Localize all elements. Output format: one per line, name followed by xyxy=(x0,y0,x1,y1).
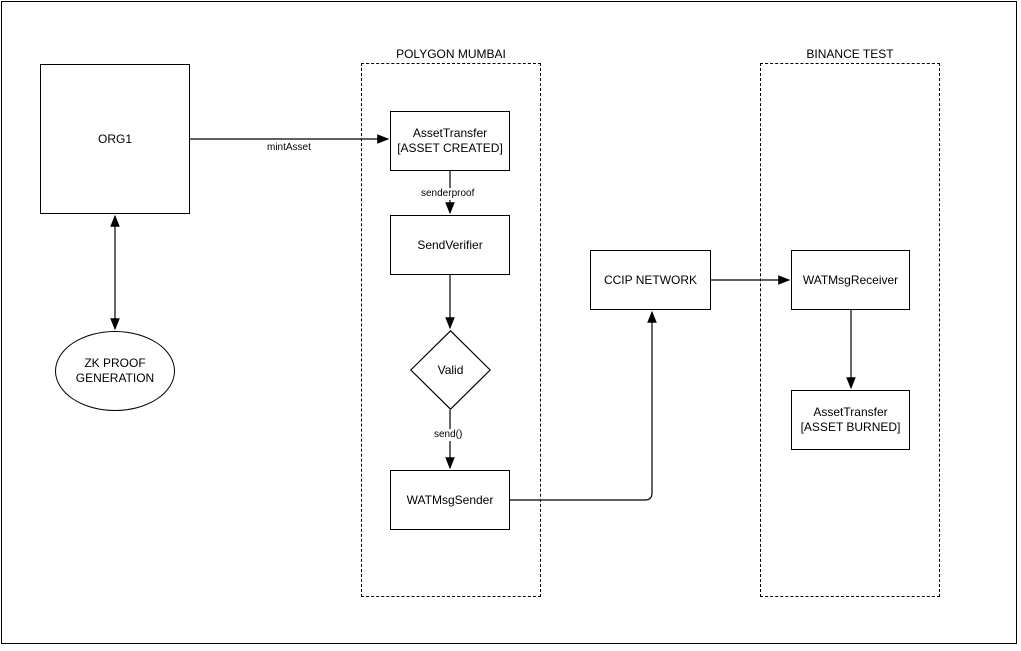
edge-label-send: send() xyxy=(432,429,465,441)
node-label-ccip-network: CCIP NETWORK xyxy=(603,272,698,287)
group-label-polygon-mumbai: POLYGON MUMBAI xyxy=(396,47,506,61)
node-label-asset-transfer-burned: AssetTransfer [ASSET BURNED] xyxy=(800,405,901,434)
group-binance-test[interactable] xyxy=(760,63,940,597)
node-label-asset-transfer-created: AssetTransfer [ASSET CREATED] xyxy=(397,126,503,155)
node-asset-transfer-created[interactable]: AssetTransfer [ASSET CREATED] xyxy=(390,111,510,171)
node-label-valid: Valid xyxy=(437,362,464,377)
node-label-wat-msg-sender: WATMsgSender xyxy=(406,492,494,507)
edge-label-senderproof: senderproof xyxy=(419,188,477,200)
node-wat-msg-sender[interactable]: WATMsgSender xyxy=(390,470,510,530)
node-wat-msg-receiver[interactable]: WATMsgReceiver xyxy=(791,250,910,310)
node-ccip-network[interactable]: CCIP NETWORK xyxy=(590,250,711,310)
diamond-shape xyxy=(410,330,491,410)
node-label-org1: ORG1 xyxy=(97,131,132,146)
node-send-verifier[interactable]: SendVerifier xyxy=(390,215,510,275)
node-zk-proof-generation[interactable]: ZK PROOF GENERATION xyxy=(55,331,175,411)
node-org1[interactable]: ORG1 xyxy=(40,64,190,214)
node-valid[interactable]: Valid xyxy=(410,330,491,410)
edge-label-mint-asset: mintAsset xyxy=(265,142,313,154)
node-asset-transfer-burned[interactable]: AssetTransfer [ASSET BURNED] xyxy=(791,390,910,450)
group-polygon-mumbai[interactable] xyxy=(361,63,541,597)
node-label-zk-proof-generation: ZK PROOF GENERATION xyxy=(75,356,155,385)
group-label-binance-test: BINANCE TEST xyxy=(806,47,894,61)
edge-wat-msg-sender-to-ccip xyxy=(510,310,657,501)
node-label-wat-msg-receiver: WATMsgReceiver xyxy=(802,272,899,287)
node-label-send-verifier: SendVerifier xyxy=(417,237,483,252)
